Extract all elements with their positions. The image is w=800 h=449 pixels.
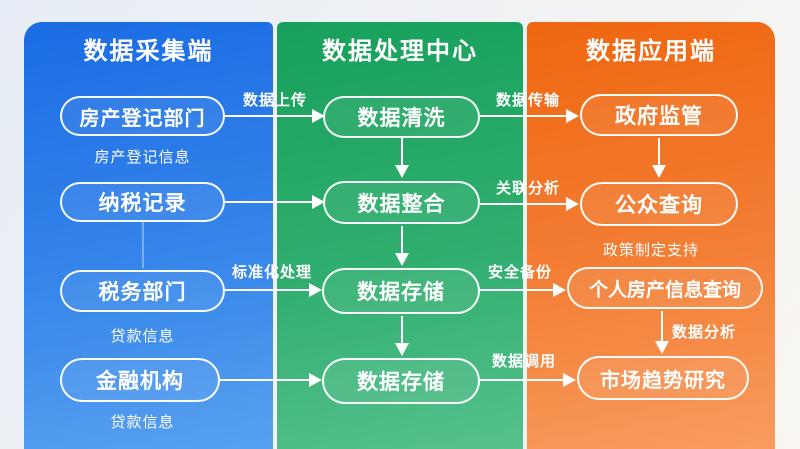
arrow-taxdept-to-storage1 xyxy=(225,283,322,297)
node-data-storage-2: 数据存储 xyxy=(322,358,480,404)
edge-label-transmission: 数据传输 xyxy=(495,92,560,109)
arrow-shaft xyxy=(220,378,309,382)
arrow-shaft xyxy=(480,288,553,292)
arrow-registration-to-cleaning xyxy=(225,109,325,123)
arrowhead-down-icon xyxy=(395,253,409,266)
application-column: 数据应用端 政府监管 公众查询 政策制定支持 个人房产信息查询 市场趋势研究 xyxy=(527,22,775,449)
arrow-shaft xyxy=(660,311,664,341)
node-tax-department: 税务部门 xyxy=(60,270,225,312)
arrow-regulation-to-publicinquiry xyxy=(652,138,666,178)
edge-label-backup: 安全备份 xyxy=(487,264,552,281)
edge-label-invocation: 数据调用 xyxy=(491,353,556,370)
edge-label-standardization: 标准化处理 xyxy=(231,264,312,281)
arrowhead-right-icon xyxy=(566,109,579,123)
node-market-trend-research: 市场趋势研究 xyxy=(577,356,749,400)
edge-label-analysis: 数据分析 xyxy=(672,324,737,341)
arrow-shaft xyxy=(225,200,312,204)
arrowhead-right-icon xyxy=(312,195,325,209)
label-loan-info-1: 贷款信息 xyxy=(110,328,175,345)
node-property-registration-dept: 房产登记部门 xyxy=(60,96,225,136)
node-public-inquiry: 公众查询 xyxy=(580,182,738,226)
node-government-regulation: 政府监管 xyxy=(580,94,738,136)
arrow-cleaning-to-integration xyxy=(395,138,409,178)
node-data-integration: 数据整合 xyxy=(323,181,480,224)
arrow-shaft xyxy=(400,138,404,165)
arrow-shaft xyxy=(225,114,312,118)
processing-column: 数据处理中心 数据清洗 数据整合 数据存储 数据存储 xyxy=(277,22,523,449)
arrow-taxrecords-to-integration xyxy=(225,195,325,209)
label-policy-support: 政策制定支持 xyxy=(602,242,699,259)
arrow-storage1-to-storage2 xyxy=(395,316,409,356)
arrow-shaft xyxy=(480,114,566,118)
node-personal-property-info-query: 个人房产信息查询 xyxy=(567,267,763,309)
arrowhead-right-icon xyxy=(563,373,576,387)
arrowhead-right-icon xyxy=(553,283,566,297)
processing-column-title: 数据处理中心 xyxy=(322,38,478,65)
collection-column: 数据采集端 房产登记部门 房产登记信息 纳税记录 税务部门 贷款信息 金融机构 … xyxy=(24,22,273,449)
arrowhead-right-icon xyxy=(566,197,579,211)
arrow-storage1-to-personalquery xyxy=(480,283,566,297)
arrowhead-right-icon xyxy=(309,373,322,387)
arrow-shaft xyxy=(400,226,404,253)
collection-column-title: 数据采集端 xyxy=(83,38,214,65)
arrowhead-down-icon xyxy=(395,343,409,356)
node-data-storage-1: 数据存储 xyxy=(322,268,480,314)
arrow-shaft xyxy=(225,288,309,292)
arrowhead-right-icon xyxy=(312,109,325,123)
arrowhead-down-icon xyxy=(395,165,409,178)
arrowhead-down-icon xyxy=(652,165,666,178)
arrow-shaft xyxy=(480,202,566,206)
arrowhead-right-icon xyxy=(309,283,322,297)
arrow-shaft xyxy=(657,138,661,165)
edge-label-upload: 数据上传 xyxy=(242,92,307,109)
label-loan-info-2: 贷款信息 xyxy=(110,414,175,431)
arrow-financial-to-storage2 xyxy=(220,373,322,387)
node-financial-institution: 金融机构 xyxy=(60,358,220,402)
arrow-integration-to-publicinquiry xyxy=(480,197,579,211)
arrow-cleaning-to-regulation xyxy=(480,109,579,123)
arrow-storage2-to-marketresearch xyxy=(480,373,576,387)
arrowhead-down-icon xyxy=(655,341,669,354)
arrow-integration-to-storage1 xyxy=(395,226,409,266)
application-column-title: 数据应用端 xyxy=(586,38,716,65)
arrow-shaft xyxy=(400,316,404,343)
node-tax-records: 纳税记录 xyxy=(60,182,225,222)
arrow-personalquery-to-marketresearch xyxy=(655,311,669,354)
connector-taxrecords-taxdept xyxy=(142,222,144,268)
node-data-cleaning: 数据清洗 xyxy=(323,96,480,138)
edge-label-correlation: 关联分析 xyxy=(495,180,560,197)
label-property-registration-info: 房产登记信息 xyxy=(94,149,191,166)
arrow-shaft xyxy=(480,378,563,382)
